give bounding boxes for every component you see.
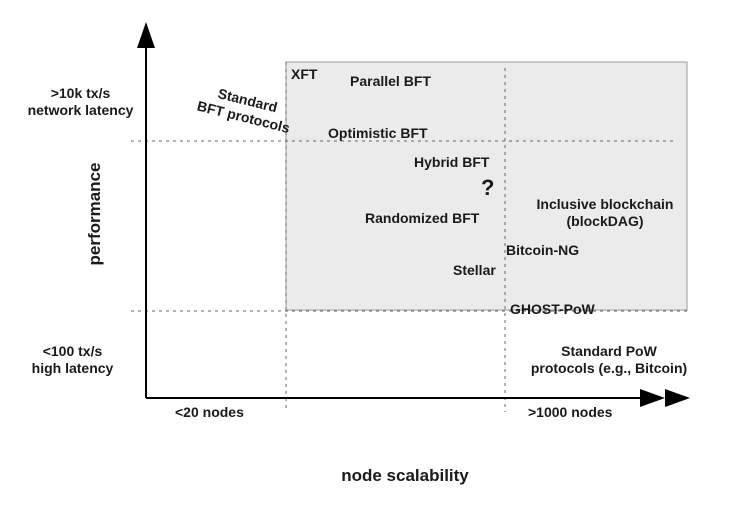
y-low-label: <100 tx/s high latency (31, 343, 114, 376)
x-axis-title: node scalability (341, 466, 469, 485)
ghost-pow-label: GHOST-PoW (510, 301, 595, 317)
x-low-label: <20 nodes (175, 404, 244, 420)
randomized-bft-label: Randomized BFT (365, 210, 480, 226)
stellar-label: Stellar (453, 262, 496, 278)
optimistic-bft-label: Optimistic BFT (328, 125, 428, 141)
standard-pow-label: Standard PoW protocols (e.g., Bitcoin) (530, 343, 688, 376)
bitcoin-ng-label: Bitcoin-NG (506, 242, 580, 258)
xft-label: XFT (291, 66, 318, 82)
y-high-label: >10k tx/s network latency (27, 85, 134, 118)
question-mark: ? (481, 175, 495, 200)
hybrid-bft-label: Hybrid BFT (414, 154, 490, 170)
y-axis-arrow-icon (137, 22, 155, 48)
parallel-bft-label: Parallel BFT (350, 73, 431, 89)
x-axis-arrow-icon-second (665, 389, 690, 407)
inclusive-blockchain-label: Inclusive blockchain (blockDAG) (536, 196, 674, 229)
y-axis-title: performance (85, 162, 104, 266)
x-high-label: >1000 nodes (528, 404, 613, 420)
x-axis-arrow-icon (640, 389, 665, 407)
shaded-region (285, 61, 688, 311)
